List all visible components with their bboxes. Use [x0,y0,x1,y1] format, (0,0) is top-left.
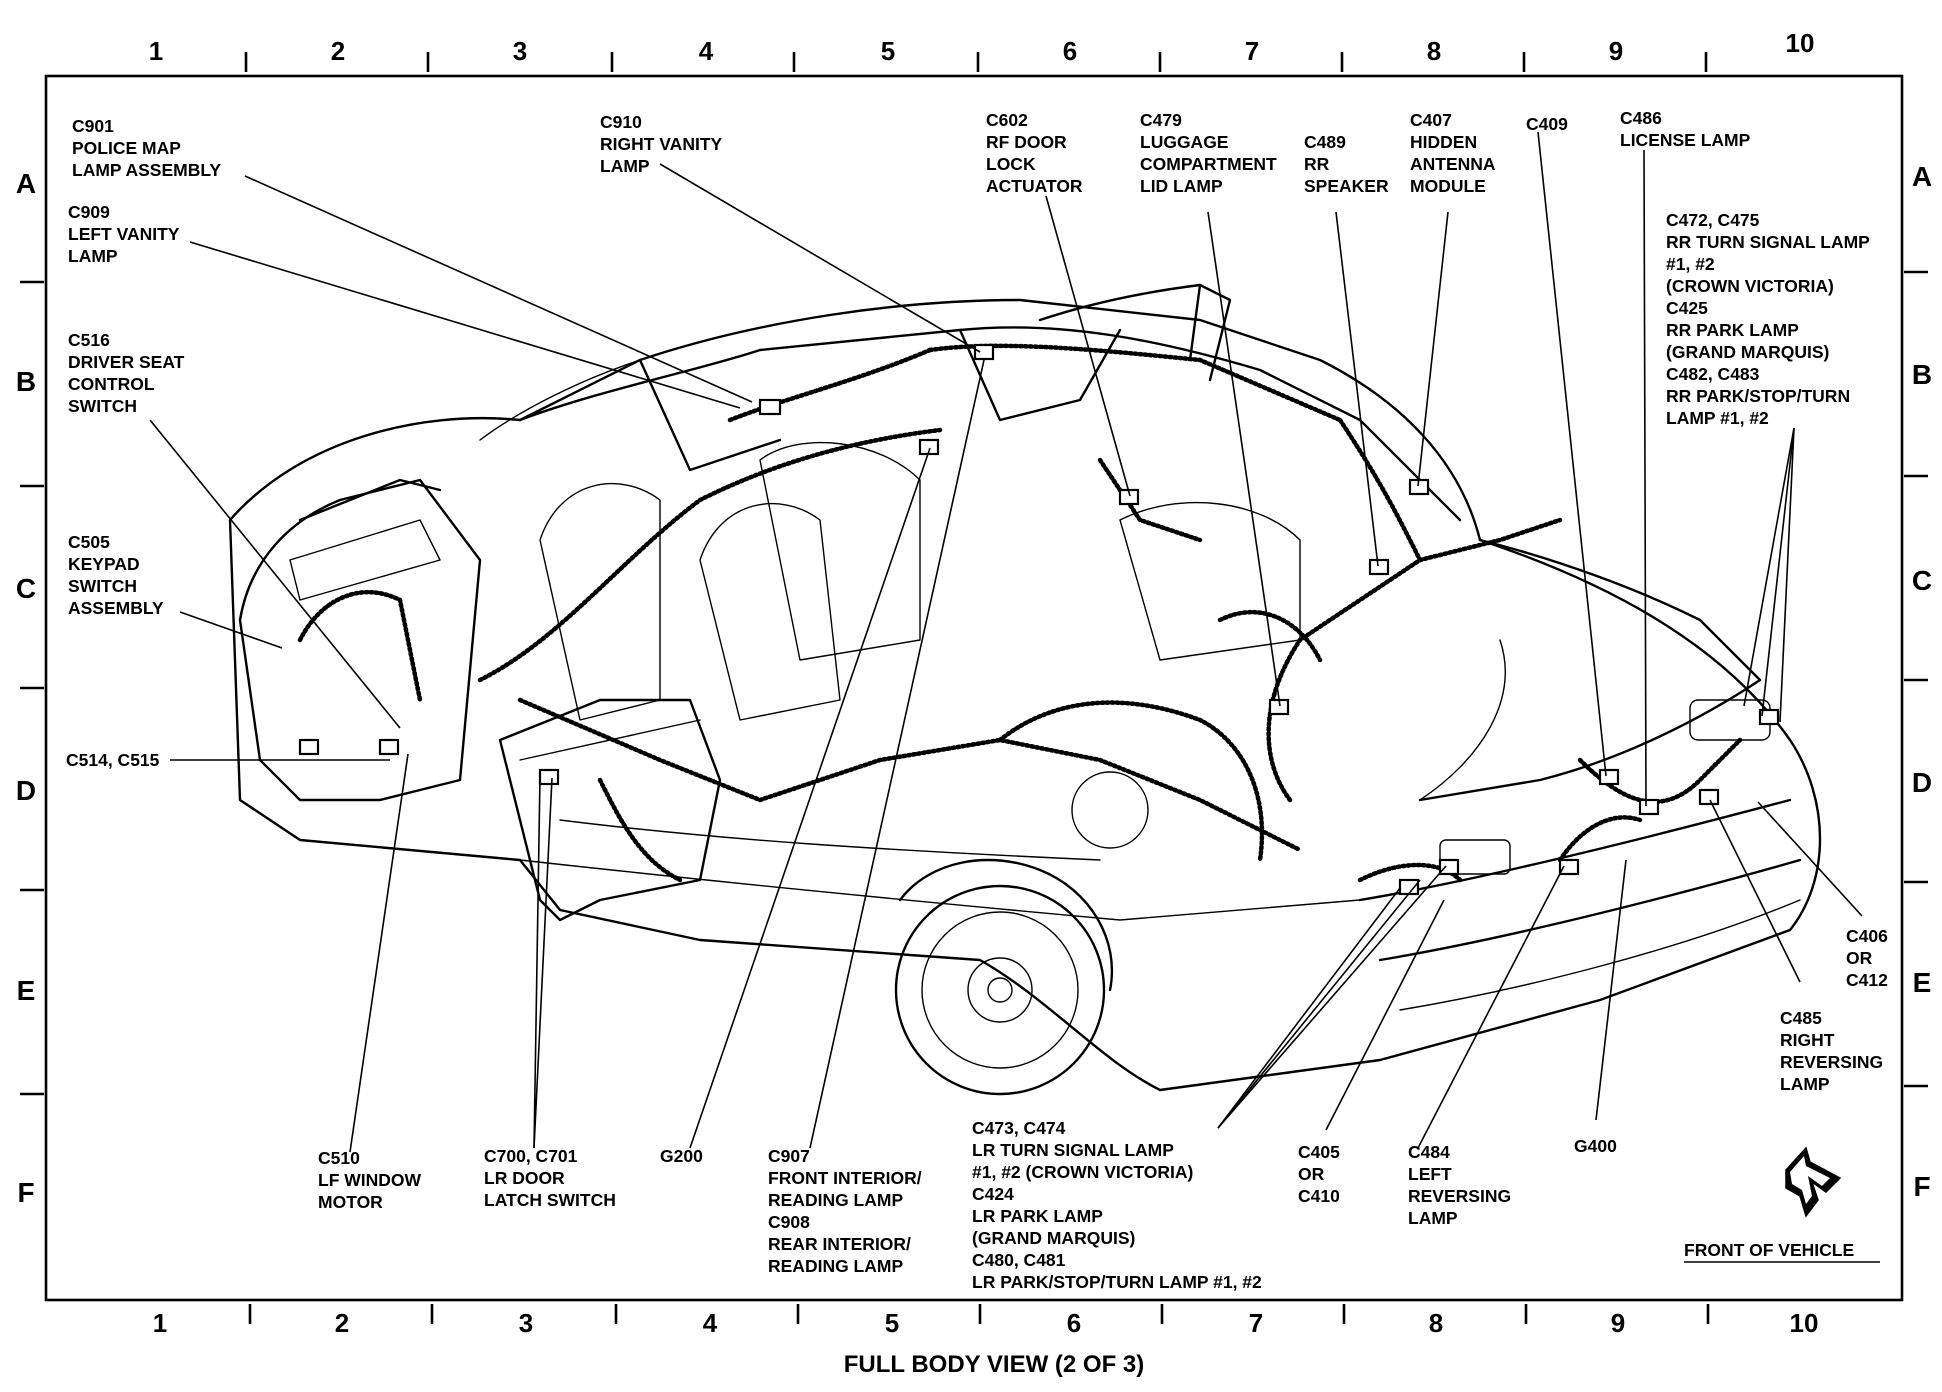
col-label-top: 10 [1786,28,1815,58]
col-label-top: 5 [881,36,895,66]
row-label-right: D [1912,767,1932,798]
callout-c510: C510 LF WINDOW MOTOR [318,1148,426,1212]
col-label-bottom: 5 [885,1308,899,1338]
bottom-grid-ticks [248,1304,1710,1324]
top-column-labels: 1 2 3 4 5 6 7 8 9 10 [149,28,1815,66]
callout-c505: C505 KEYPAD SWITCH ASSEMBLY [68,532,164,618]
col-label-bottom: 6 [1067,1308,1081,1338]
bottom-column-labels: 1 2 3 4 5 6 7 8 9 10 [153,1308,1819,1338]
col-label-bottom: 10 [1790,1308,1819,1338]
callout-c901: C901 POLICE MAP LAMP ASSEMBLY [72,116,221,180]
callout-c473-group: C473, C474 LR TURN SIGNAL LAMP #1, #2 (C… [972,1118,1262,1292]
top-grid-ticks [244,52,1708,72]
row-label-right: E [1913,967,1932,998]
callout-c514-c515: C514, C515 [66,750,160,770]
vehicle-illustration [228,283,1822,1096]
col-label-top: 3 [513,36,527,66]
left-grid-ticks [20,280,44,1096]
col-label-top: 7 [1245,36,1259,66]
col-label-bottom: 7 [1249,1308,1263,1338]
col-label-top: 6 [1063,36,1077,66]
col-label-bottom: 2 [335,1308,349,1338]
callout-g200: G200 [660,1146,703,1166]
front-of-vehicle-arrow-icon [1785,1146,1842,1218]
callout-c407: C407 HIDDEN ANTENNA MODULE [1410,110,1500,196]
row-label-right: C [1912,565,1932,596]
connectors [298,343,1780,896]
right-row-labels: A B C D E F [1912,161,1932,1202]
row-label-left: D [16,775,36,806]
row-label-right: A [1912,161,1932,192]
page-title: FULL BODY VIEW (2 OF 3) [844,1351,1144,1378]
callout-c516: C516 DRIVER SEAT CONTROL SWITCH [68,330,189,416]
col-label-top: 8 [1427,36,1441,66]
row-label-right: B [1912,359,1932,390]
callout-c602: C602 RF DOOR LOCK ACTUATOR [986,110,1083,196]
col-label-bottom: 8 [1429,1308,1443,1338]
callout-c700-c701: C700, C701 LR DOOR LATCH SWITCH [484,1146,616,1210]
callout-c409: C409 [1526,114,1568,134]
col-label-bottom: 4 [703,1308,718,1338]
callout-c486: C486 LICENSE LAMP [1620,108,1751,150]
right-grid-ticks [1904,270,1928,1088]
callout-c472-group: C472, C475 RR TURN SIGNAL LAMP #1, #2 (C… [1666,210,1874,428]
callout-c485: C485 RIGHT REVERSING LAMP [1780,1008,1888,1094]
callout-c405: C405 OR C410 [1298,1142,1345,1206]
row-label-left: B [16,366,36,397]
front-of-vehicle-label: FRONT OF VEHICLE [1684,1240,1854,1260]
col-label-top: 2 [331,36,345,66]
row-label-left: F [17,1177,34,1208]
callout-c489: C489 RR SPEAKER [1304,132,1389,196]
row-label-left: E [17,975,36,1006]
diagram-frame [44,74,1904,1302]
callout-c909: C909 LEFT VANITY LAMP [68,202,184,266]
callout-g400: G400 [1574,1136,1617,1156]
col-label-top: 4 [699,36,714,66]
row-label-left: C [16,573,36,604]
callout-c479: C479 LUGGAGE COMPARTMENT LID LAMP [1140,110,1282,196]
row-label-right: F [1913,1171,1930,1202]
callout-c907-c908: C907 FRONT INTERIOR/ READING LAMP C908 R… [768,1146,926,1276]
leader-lines [149,131,1863,1153]
left-row-labels: A B C D E F [16,168,36,1208]
row-label-left: A [16,168,36,199]
callout-c910: C910 RIGHT VANITY LAMP [600,112,727,176]
col-label-bottom: 1 [153,1308,167,1338]
col-label-top: 9 [1609,36,1623,66]
col-label-bottom: 9 [1611,1308,1625,1338]
callout-c484: C484 LEFT REVERSING LAMP [1408,1142,1516,1228]
callout-c406: C406 OR C412 [1846,926,1893,990]
col-label-top: 1 [149,36,163,66]
wheel [894,884,1106,1096]
col-label-bottom: 3 [519,1308,533,1338]
